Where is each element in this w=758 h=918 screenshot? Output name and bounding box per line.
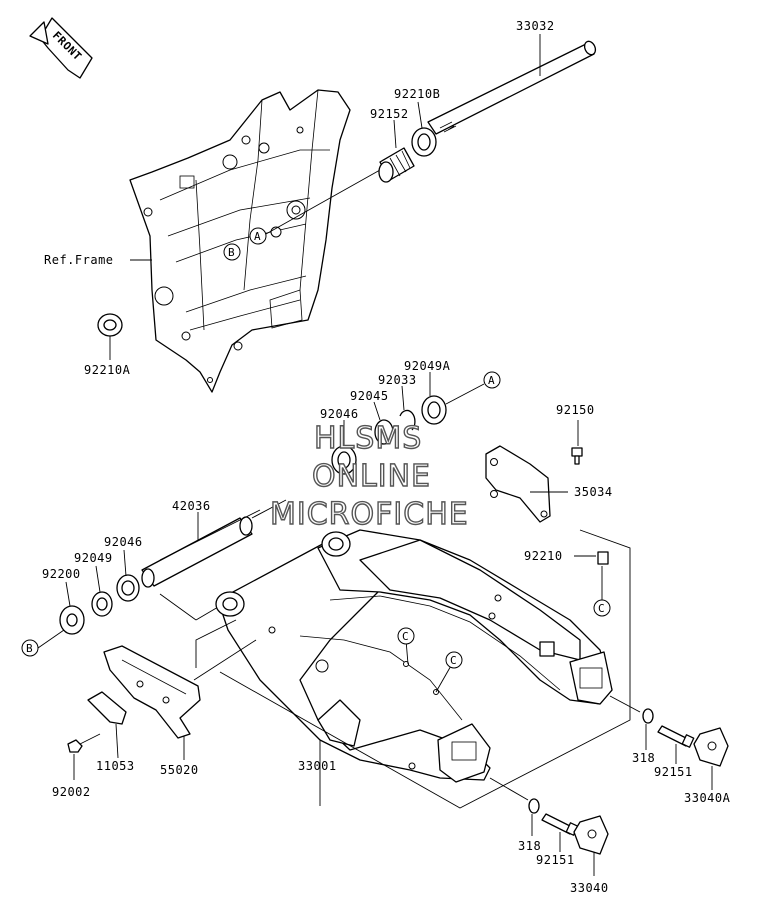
label-92049: 92049 — [74, 551, 113, 565]
label-92152: 92152 — [370, 107, 409, 121]
bolt-92002 — [67, 733, 101, 753]
seal-92049A — [421, 395, 447, 425]
nut-318-bottom — [528, 798, 540, 814]
label-318-right: 318 — [632, 751, 655, 765]
nut-92210 — [597, 551, 609, 565]
callout-b-left: B — [21, 639, 39, 657]
label-11053: 11053 — [96, 759, 135, 773]
ref-frame-label: Ref.Frame — [44, 253, 114, 267]
washer-92200 — [59, 605, 85, 635]
swingarm-guide-lines — [195, 529, 631, 809]
leader-92200 — [65, 581, 71, 607]
leader-92033 — [401, 385, 405, 411]
svg-text:A: A — [488, 374, 495, 387]
label-33040: 33040 — [570, 881, 609, 895]
chain-guide-55020 — [103, 645, 201, 739]
watermark: HLSMS ONLINE MICROFICHE — [269, 420, 469, 532]
bolt-92151-right — [657, 725, 695, 748]
svg-text:B: B — [228, 246, 235, 259]
callout-c-right: C — [593, 599, 611, 617]
leader-callout-c-arm2 — [435, 663, 453, 693]
callout-a-frame: A — [249, 227, 267, 245]
label-92045: 92045 — [350, 389, 389, 403]
label-33001: 33001 — [298, 759, 337, 773]
bolt-92150 — [571, 447, 583, 465]
pivot-shaft-33032 — [427, 40, 597, 135]
svg-text:C: C — [402, 630, 409, 643]
pad-11053 — [87, 691, 127, 725]
label-92046-top: 92046 — [320, 407, 359, 421]
callout-c-arm1: C — [397, 627, 415, 645]
leader-11053 — [115, 723, 119, 759]
callout-a-seal: A — [483, 371, 501, 389]
bracket-35034 — [485, 445, 551, 523]
leader-92045 — [373, 401, 381, 421]
callout-b-frame: B — [223, 243, 241, 261]
watermark-line-3: MICROFICHE — [270, 497, 469, 532]
leader-92049 — [95, 565, 101, 593]
label-33032: 33032 — [516, 19, 555, 33]
leader-92046-left — [123, 549, 127, 577]
sleeve-guide-lines — [159, 499, 287, 621]
svg-text:B: B — [26, 642, 33, 655]
label-92200: 92200 — [42, 567, 81, 581]
label-33040A: 33040A — [684, 791, 731, 805]
label-92049A: 92049A — [404, 359, 451, 373]
label-92151-bottom: 92151 — [536, 853, 575, 867]
label-55020: 55020 — [160, 763, 199, 777]
leader-92210B — [417, 101, 423, 129]
callout-c-arm2: C — [445, 651, 463, 669]
leader-92152 — [393, 119, 397, 149]
axle-centerline — [265, 169, 381, 235]
label-318-bottom: 318 — [518, 839, 541, 853]
front-direction-badge: FRONT — [29, 17, 93, 79]
watermark-line-1: HLSMS — [314, 421, 422, 456]
watermark-line-2: ONLINE — [312, 459, 431, 494]
label-92002: 92002 — [52, 785, 91, 799]
svg-text:C: C — [598, 602, 605, 615]
leader-callout-a-seal — [445, 383, 485, 405]
label-92033: 92033 — [378, 373, 417, 387]
collar-92045 — [374, 419, 394, 445]
nut-92210B — [411, 127, 437, 157]
block-33040 — [573, 815, 609, 855]
label-92210: 92210 — [524, 549, 563, 563]
label-92151-right: 92151 — [654, 765, 693, 779]
adjuster-right-guide — [609, 695, 641, 713]
adjuster-bottom-guide — [489, 777, 529, 801]
leader-92210 — [574, 555, 603, 600]
collar-92152 — [378, 147, 415, 183]
circlip-92033 — [399, 409, 416, 431]
label-92046-left: 92046 — [104, 535, 143, 549]
svg-text:A: A — [254, 230, 261, 243]
sleeve-42036 — [141, 516, 253, 588]
chain-guide-guide-line — [193, 639, 257, 681]
frame-reference — [129, 89, 351, 393]
seal-92049 — [91, 591, 113, 617]
label-92210B: 92210B — [394, 87, 440, 101]
nut-92210A — [97, 313, 123, 337]
label-35034: 35034 — [574, 485, 613, 499]
label-92150: 92150 — [556, 403, 595, 417]
bearing-92046-left — [116, 574, 140, 602]
block-33040A — [693, 727, 729, 767]
label-42036: 42036 — [172, 499, 211, 513]
leader-callout-b-left — [37, 629, 65, 649]
swingarm-33001 — [215, 529, 613, 783]
svg-text:C: C — [450, 654, 457, 667]
label-92210A: 92210A — [84, 363, 131, 377]
nut-318-right — [642, 708, 654, 724]
